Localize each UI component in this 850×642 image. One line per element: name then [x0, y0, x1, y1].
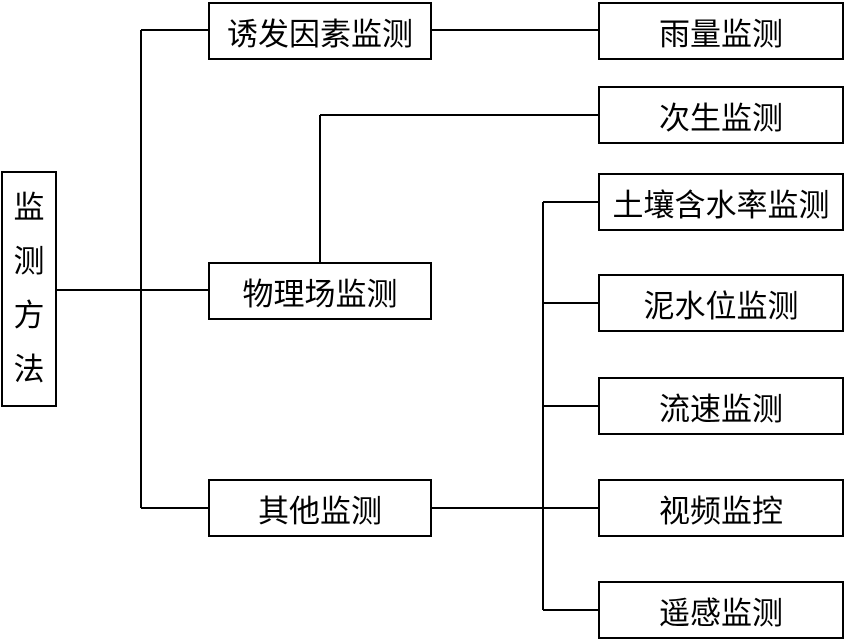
node-remote-sensing-monitoring: 遥感监测 — [598, 581, 844, 639]
node-soil-moisture-monitoring: 土壤含水率监测 — [598, 173, 844, 231]
root-node-monitoring-methods: 监 测 方 法 — [1, 171, 57, 407]
root-char: 监 — [13, 190, 45, 226]
node-secondary-monitoring: 次生监测 — [598, 86, 844, 144]
node-rainfall-monitoring: 雨量监测 — [598, 2, 844, 60]
node-other-monitoring: 其他监测 — [208, 479, 432, 537]
root-char: 法 — [13, 352, 45, 388]
root-char: 方 — [13, 298, 45, 334]
node-physical-field-monitoring: 物理场监测 — [208, 262, 432, 320]
node-mud-water-level-monitoring: 泥水位监测 — [598, 274, 844, 332]
node-trigger-factor-monitoring: 诱发因素监测 — [208, 2, 432, 60]
node-video-monitoring: 视频监控 — [598, 479, 844, 537]
node-flow-speed-monitoring: 流速监测 — [598, 377, 844, 435]
root-char: 测 — [13, 244, 45, 280]
